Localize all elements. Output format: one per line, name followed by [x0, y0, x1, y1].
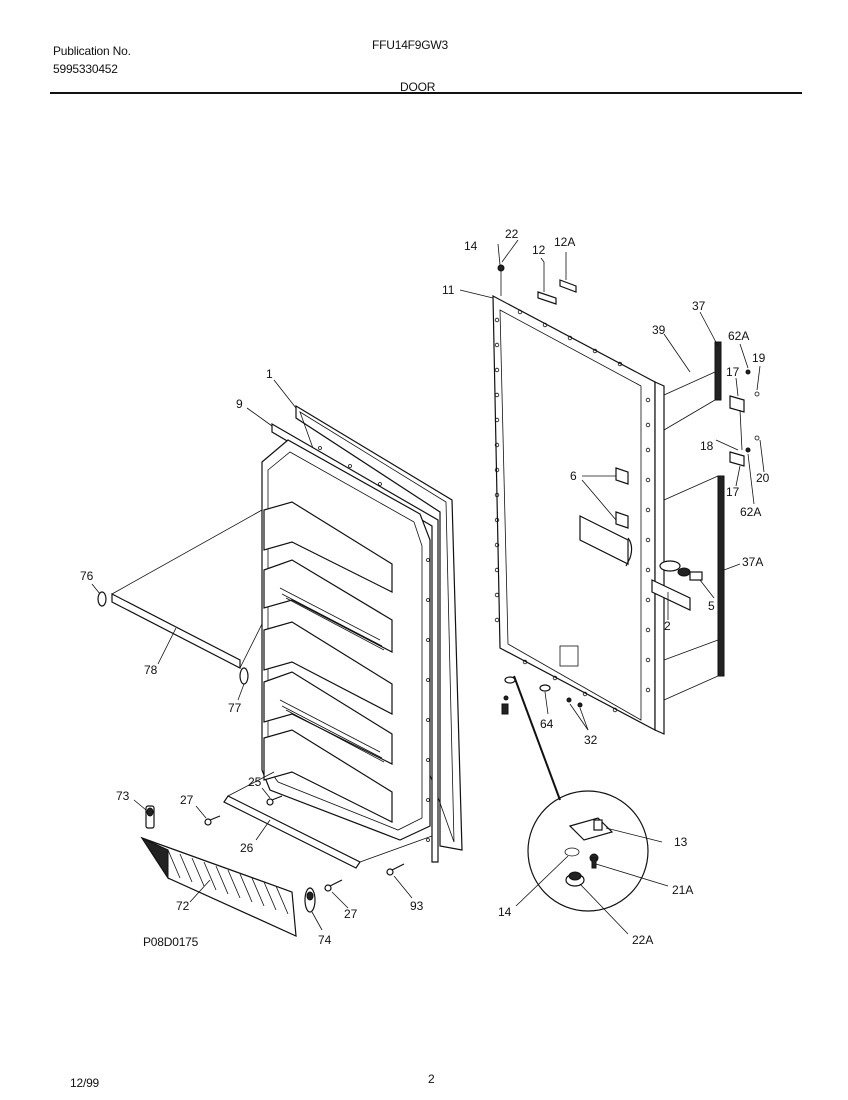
inner-door-liner [261, 404, 463, 863]
header-divider [50, 92, 802, 94]
callout-14-top: 14 [464, 239, 478, 253]
callout-22: 22 [505, 227, 519, 241]
callout-32: 32 [584, 733, 598, 747]
hinge-brackets [729, 369, 760, 467]
callout-18: 18 [700, 439, 714, 453]
callout-20: 20 [756, 471, 770, 485]
top-hinge-parts [497, 252, 577, 305]
handle-assembly [579, 467, 703, 611]
callout-1: 1 [266, 367, 273, 381]
gasket-strips [663, 341, 725, 701]
callout-74: 74 [318, 933, 332, 947]
callout-17-top: 17 [726, 365, 740, 379]
callout-9: 9 [236, 397, 243, 411]
callout-93: 93 [410, 899, 424, 913]
callout-39: 39 [652, 323, 666, 337]
callout-73: 73 [116, 789, 130, 803]
callout-62a-bottom: 62A [740, 505, 761, 519]
callout-26: 26 [240, 841, 254, 855]
callout-5: 5 [708, 599, 715, 613]
callout-22a: 22A [632, 933, 653, 947]
callout-leaders [91, 239, 765, 935]
shelf-bar [97, 509, 263, 685]
model-number: FFU14F9GW3 [372, 38, 449, 52]
screws [204, 795, 405, 892]
callout-37: 37 [692, 299, 706, 313]
callout-25: 25 [248, 775, 262, 789]
callout-21a: 21A [672, 883, 693, 897]
callout-12a: 12A [554, 235, 575, 249]
kickplate [140, 805, 316, 937]
callout-27-left: 27 [180, 793, 194, 807]
publication-number: 5995330452 [53, 62, 118, 76]
section-title: DOOR [400, 80, 436, 94]
callout-77: 77 [228, 701, 242, 715]
publication-label: Publication No. [53, 44, 131, 58]
callout-37a: 37A [742, 555, 763, 569]
callout-78: 78 [144, 663, 158, 677]
callout-76: 76 [80, 569, 94, 583]
callout-13: 13 [674, 835, 688, 849]
callout-19: 19 [752, 351, 766, 365]
callout-labels: 1 9 11 14 22 12 12A 37 62A 39 19 17 18 2… [80, 227, 770, 947]
bottom-bar [223, 771, 433, 869]
footer-date: 12/99 [70, 1076, 100, 1090]
callout-27-right: 27 [344, 907, 358, 921]
outer-door-panel [492, 294, 665, 735]
callout-64: 64 [540, 717, 554, 731]
callout-17-bottom: 17 [726, 485, 740, 499]
callout-2: 2 [664, 619, 671, 633]
callout-11: 11 [442, 283, 455, 297]
bottom-parts [501, 675, 583, 801]
page-number: 2 [428, 1072, 435, 1086]
hinge-detail-inset [527, 790, 649, 912]
callout-12: 12 [532, 243, 546, 257]
callout-6: 6 [570, 469, 577, 483]
callout-72: 72 [176, 899, 190, 913]
callout-62a-top: 62A [728, 329, 749, 343]
diagram-code: P08D0175 [143, 935, 199, 949]
callout-14-bottom: 14 [498, 905, 512, 919]
